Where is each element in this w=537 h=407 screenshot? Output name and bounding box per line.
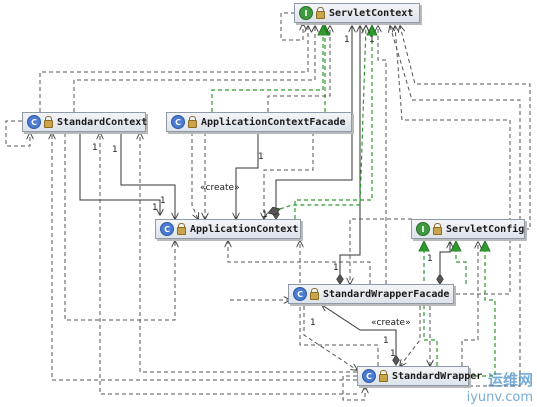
- lock-icon: [177, 223, 186, 235]
- watermark-text: 运维网: [487, 371, 533, 389]
- dependency-edge: [350, 218, 412, 284]
- dependency-edge: [378, 26, 387, 284]
- association-edge: [80, 132, 160, 215]
- dependency-edge: [395, 26, 511, 295]
- create-stereotype-label: «create»: [200, 183, 240, 193]
- self-dependency-edge: [342, 375, 365, 401]
- realization-edge: [468, 242, 496, 377]
- dependency-edge: [140, 133, 357, 373]
- lock-icon: [310, 288, 319, 300]
- multiplicity-label: 1: [160, 196, 166, 206]
- self-dependency-edge: [5, 120, 30, 147]
- lock-icon: [44, 116, 53, 128]
- interface-icon: I: [299, 6, 313, 20]
- interface-icon: I: [416, 222, 430, 236]
- create-stereotype-label: «create»: [371, 318, 411, 328]
- association-edge: [236, 132, 258, 219]
- realization-edge: [211, 26, 323, 112]
- class-icon: C: [27, 115, 41, 129]
- association-edge: [440, 242, 450, 274]
- dependency-edge: [303, 306, 357, 370]
- lock-icon: [433, 223, 442, 235]
- class-name: StandardWrapper: [392, 370, 483, 382]
- dependency-edge: [191, 132, 198, 219]
- class-node-applicationcontext[interactable]: C ApplicationContext: [155, 219, 301, 239]
- association-edge: [322, 305, 396, 355]
- dependency-edge: [100, 133, 357, 395]
- dependency-edge: [73, 26, 315, 112]
- multiplicity-label: 1: [383, 336, 389, 346]
- dependency-edge: [267, 26, 330, 112]
- multiplicity-label: 1: [310, 318, 316, 328]
- class-node-standardcontext[interactable]: C StandardContext: [22, 112, 148, 132]
- class-name: StandardContext: [57, 116, 148, 128]
- multiplicity-label: 1: [112, 145, 118, 155]
- association-edge: [121, 132, 175, 219]
- dependency-edge: [461, 242, 478, 366]
- multiplicity-label: 1: [427, 254, 433, 264]
- dependency-edge: [400, 26, 531, 230]
- class-node-standardwrapper[interactable]: C StandardWrapper: [357, 366, 482, 386]
- class-name: ApplicationContextFacade: [201, 116, 346, 128]
- lock-icon: [379, 370, 388, 382]
- realization-edge: [456, 242, 467, 284]
- multiplicity-label: 1: [369, 35, 375, 45]
- dependency-edge: [52, 133, 357, 381]
- dependency-edge: [64, 133, 175, 321]
- dependency-edge: [390, 26, 521, 387]
- class-node-standardwrapperfacade[interactable]: C StandardWrapperFacade: [288, 284, 454, 304]
- multiplicity-label: 1: [258, 152, 264, 162]
- multiplicity-label: 1: [262, 210, 268, 220]
- lock-icon: [188, 116, 197, 128]
- class-icon: C: [362, 369, 376, 383]
- watermark-logo: 运维网 iyunv.com: [467, 369, 533, 405]
- dependency-edge: [400, 306, 421, 366]
- multiplicity-label: 1: [390, 349, 396, 359]
- watermark-url: iyunv.com: [466, 390, 533, 405]
- class-icon: C: [293, 287, 307, 301]
- class-node-applicationcontextfacade[interactable]: C ApplicationContextFacade: [166, 112, 352, 132]
- dependency-edge: [39, 26, 308, 112]
- multiplicity-label: 1: [152, 203, 158, 213]
- multiplicity-label: 1: [92, 143, 98, 153]
- class-icon: C: [171, 115, 185, 129]
- multiplicity-label: 1: [333, 263, 339, 273]
- multiplicity-label: 1: [344, 35, 350, 45]
- class-name: ServletContext: [329, 7, 414, 19]
- class-name: ApplicationContext: [190, 223, 299, 235]
- class-node-servletconfig[interactable]: I ServletConfig: [411, 219, 525, 239]
- class-node-servletcontext[interactable]: I ServletContext: [294, 3, 420, 23]
- association-edge: [280, 26, 366, 209]
- dependency-edge: [228, 241, 371, 284]
- class-icon: C: [160, 222, 174, 236]
- class-name: ServletConfig: [446, 223, 525, 235]
- class-name: StandardWrapperFacade: [323, 288, 450, 300]
- lock-icon: [316, 7, 325, 19]
- self-dependency-edge: [280, 12, 303, 41]
